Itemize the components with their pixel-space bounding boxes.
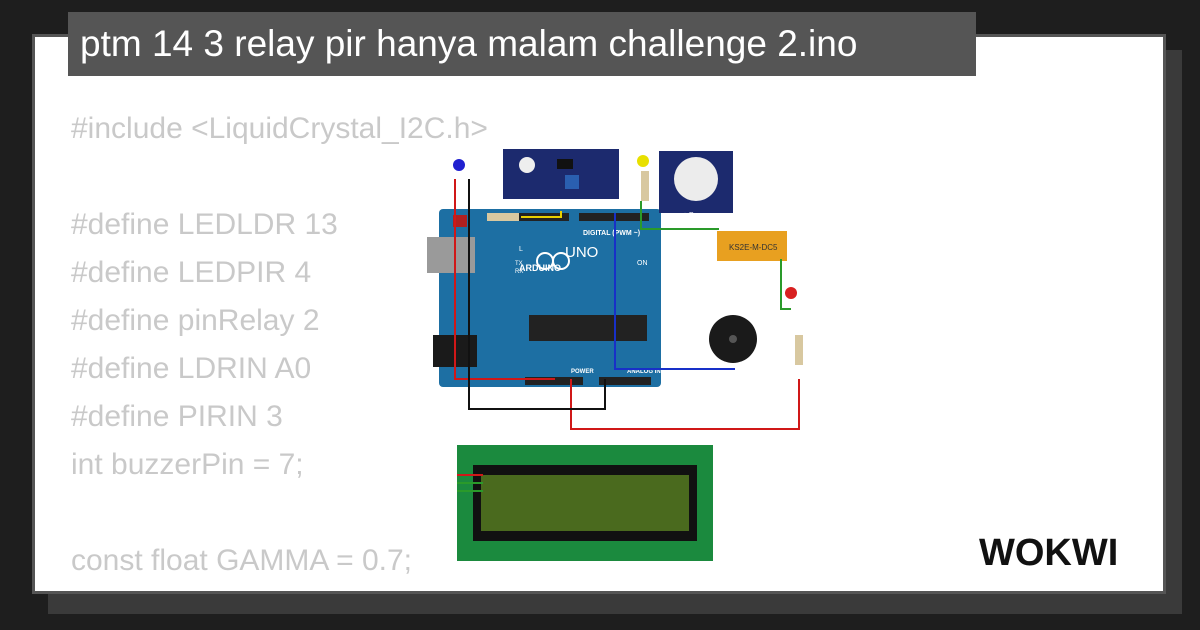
on-label: ON [637,260,648,267]
project-title: ptm 14 3 relay pir hanya malam challenge… [80,23,858,64]
arduino-board: DIGITAL (PWM ~) ARDUINO UNO ON L TX RX P… [427,209,661,387]
tx-label: TX [515,261,523,267]
relay-label: KS2E-M-DC5 [729,243,778,252]
pir-dome [674,157,718,201]
arduino-logo-icon [552,252,570,270]
code-line: #define LDRIN A0 [71,352,312,385]
code-line: const float RL10 = 50; [71,585,488,591]
lcd-screen [481,475,689,531]
analog-header [599,377,651,385]
board-pcb [439,209,661,387]
pir-pins-label: + D − [683,212,700,219]
buzzer-center [729,335,737,343]
digital-label: DIGITAL (PWM ~) [583,230,640,237]
wire-black [468,179,606,410]
resistor [487,213,519,221]
logo-text: WOKWI [979,532,1118,574]
wire-green [780,259,791,310]
circuit-diagram: DIGITAL (PWM ~) ARDUINO UNO ON L TX RX P… [427,149,803,561]
code-line: #define pinRelay 2 [71,304,320,337]
wire-green [640,201,719,230]
resistor [795,335,803,365]
ldr-module [503,149,619,199]
code-line: int buzzerPin = 7; [71,448,304,481]
wokwi-logo-icon: WOKWI [979,532,1118,574]
red-led [785,287,797,299]
code-line: #define PIRIN 3 [71,400,283,433]
l-label: L [519,246,523,253]
wire-red [454,179,555,380]
ldr-sensor [519,157,535,173]
analog-label: ANALOG IN [627,369,661,375]
wire-yellow [521,211,562,218]
ldr-chip [557,159,573,169]
wire-blue [614,213,735,370]
code-line: const float GAMMA = 0.7; [71,544,412,577]
usb-connector [427,237,475,273]
wire-red [570,379,800,430]
code-line: #define LEDLDR 13 [71,208,338,241]
rx-label: RX [515,269,523,275]
relay-module [717,231,787,261]
resistor [641,171,649,201]
title-bar: ptm 14 3 relay pir hanya malam challenge… [68,12,976,76]
board-model: UNO [565,244,598,261]
code-line: #define LEDPIR 4 [71,256,312,289]
code-preview: #include <LiquidCrystal_I2C.h> #define L… [71,105,488,591]
yellow-led [637,155,649,167]
blue-led [453,159,465,171]
preview-card[interactable]: #include <LiquidCrystal_I2C.h> #define L… [32,34,1166,594]
ldr-potentiometer [565,175,579,189]
power-label: POWER [571,369,594,375]
code-line: #include <LiquidCrystal_I2C.h> [71,112,488,145]
power-header [525,377,583,385]
wokwi-logo: WOKWI [975,527,1155,582]
atmega-chip [529,315,647,341]
reset-button [453,215,467,227]
lcd-display [457,445,713,561]
